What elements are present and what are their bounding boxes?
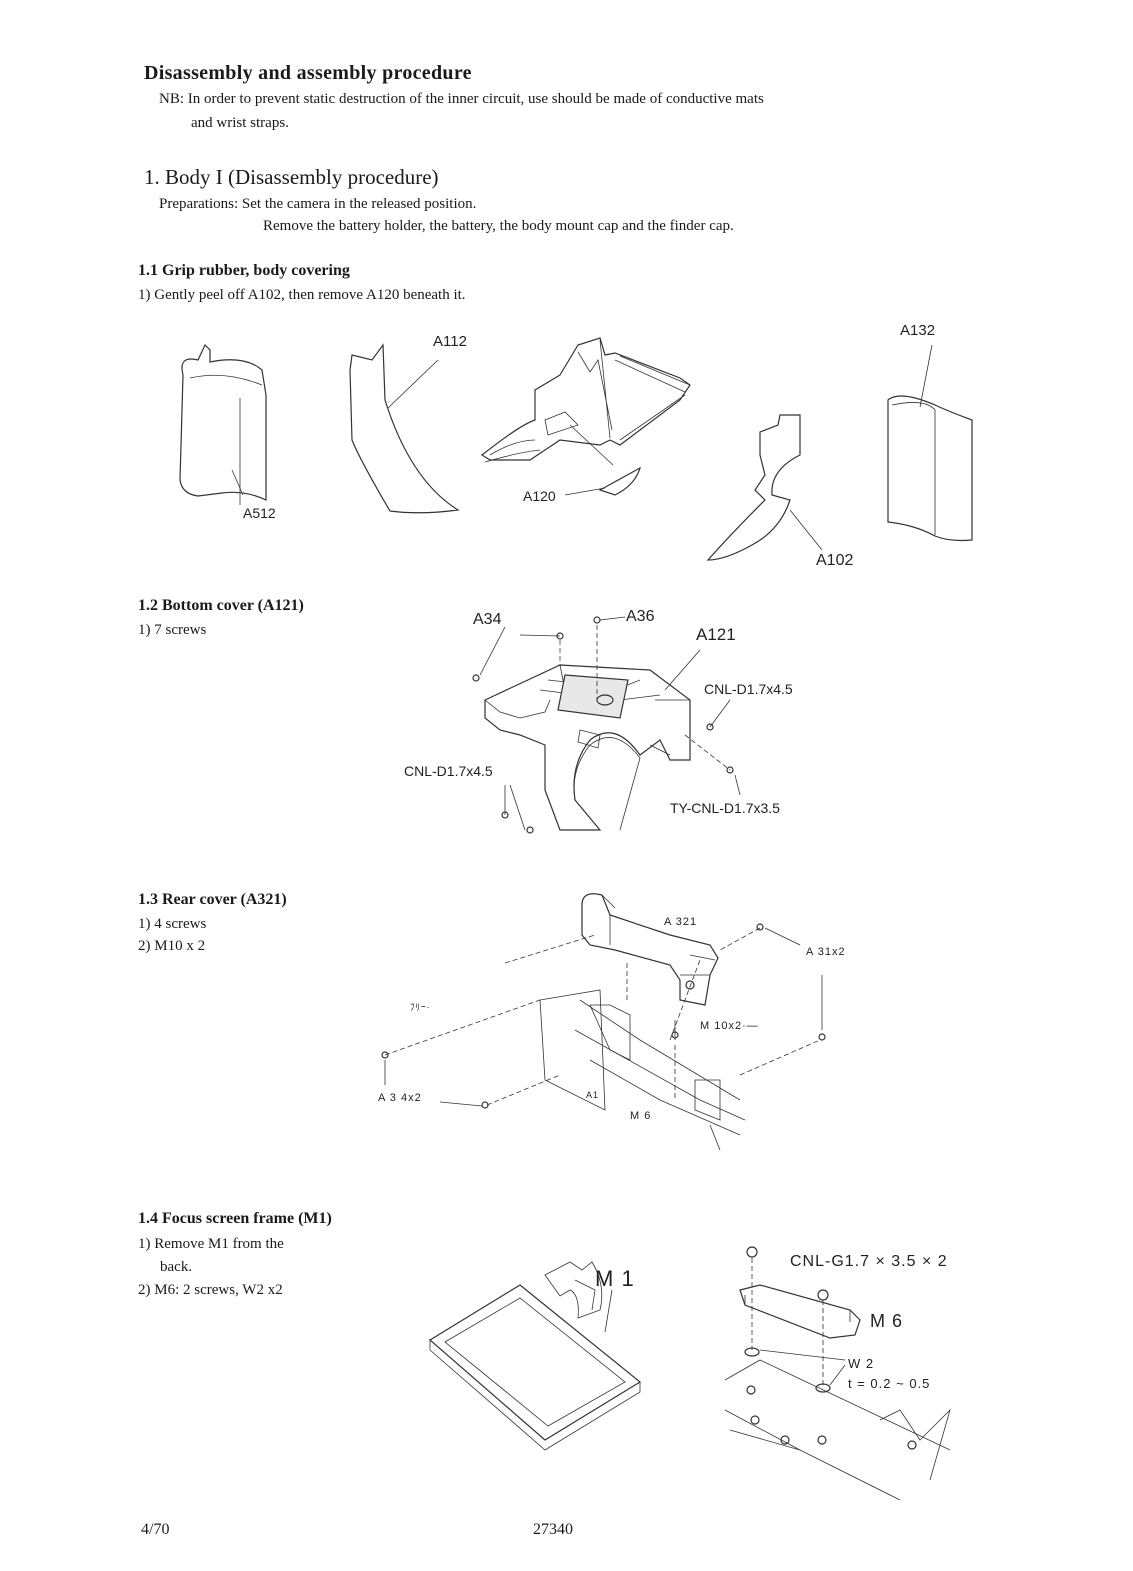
part-m1 <box>428 1284 642 1441</box>
label-m6-frame: M 6 <box>870 1311 904 1331</box>
label-a1: A1 <box>586 1090 600 1100</box>
section1-prep-line2: Remove the battery holder, the battery, … <box>263 218 734 234</box>
label-m6-rear: M 6 <box>630 1110 652 1122</box>
s12-heading: 1.2 Bottom cover (A121) <box>138 597 304 614</box>
part-a120-body <box>480 337 691 461</box>
label-w2: W 2 <box>848 1356 875 1371</box>
label-m10: M 10x2·— <box>700 1020 759 1032</box>
figure-grip-rubber <box>179 337 973 561</box>
label-a34-rear: A 3 4x2 <box>378 1092 422 1104</box>
label-m1: M 1 <box>595 1266 635 1291</box>
label-jp: ﾌﾘｰ· <box>410 1002 431 1012</box>
label-a321: A 321 <box>664 916 698 928</box>
figure-focus-screen <box>428 1246 951 1500</box>
label-cnl-right: CNL-D1.7x4.5 <box>704 681 793 697</box>
part-m6 <box>739 1284 861 1339</box>
nb-note-line1: NB: In order to prevent static destructi… <box>159 91 764 107</box>
label-a102: A102 <box>816 552 854 569</box>
s12-step1: 1) 7 screws <box>138 622 207 638</box>
label-a31: A 31x2 <box>806 946 846 958</box>
part-a102 <box>706 414 801 561</box>
s11-heading: 1.1 Grip rubber, body covering <box>138 262 350 279</box>
section1-heading: 1. Body I (Disassembly procedure) <box>144 165 439 189</box>
s11-step1: 1) Gently peel off A102, then remove A12… <box>138 287 466 303</box>
s13-step1: 1) 4 screws <box>138 916 207 932</box>
part-a112 <box>349 343 460 514</box>
s14-step1b: back. <box>160 1259 193 1275</box>
footer-doc-number: 27340 <box>533 1521 573 1538</box>
s13-step2: 2) M10 x 2 <box>138 938 206 954</box>
s14-step2: 2) M6: 2 screws, W2 x2 <box>138 1282 283 1298</box>
label-a132: A132 <box>900 322 936 339</box>
label-a121: A121 <box>696 625 736 644</box>
part-a120-piece <box>598 466 641 496</box>
page-title: Disassembly and assembly procedure <box>144 62 472 84</box>
label-cnl-g: CNL-G1.7 × 3.5 × 2 <box>790 1253 948 1270</box>
s14-step1a: 1) Remove M1 from the <box>138 1236 284 1252</box>
label-a112: A112 <box>433 333 467 350</box>
part-a132 <box>887 395 973 542</box>
part-a321 <box>581 893 719 1006</box>
figure-rear-cover <box>381 893 826 1151</box>
label-a120: A120 <box>523 488 556 504</box>
section1-prep-line1: Preparations: Set the camera in the rele… <box>159 196 477 212</box>
s14-heading: 1.4 Focus screen frame (M1) <box>138 1210 332 1227</box>
s13-heading: 1.3 Rear cover (A321) <box>138 891 287 908</box>
label-a36: A36 <box>626 608 655 625</box>
label-a34-bottom: A34 <box>473 611 502 628</box>
nb-note-line2: and wrist straps. <box>191 115 289 131</box>
figure-bottom-cover <box>472 616 741 834</box>
part-a121 <box>484 664 691 831</box>
label-thickness: t = 0.2 ~ 0.5 <box>848 1376 931 1391</box>
footer-page-number: 4/70 <box>141 1521 170 1538</box>
label-ty-cnl: TY-CNL-D1.7x3.5 <box>670 800 780 816</box>
label-cnl-left: CNL-D1.7x4.5 <box>404 763 493 779</box>
part-a512 <box>179 343 267 501</box>
label-a512: A512 <box>243 505 276 521</box>
